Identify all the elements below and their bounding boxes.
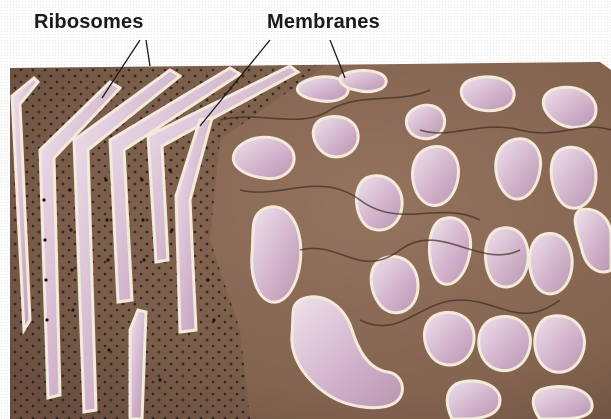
smooth-er-lumen <box>340 71 386 92</box>
smooth-er-lumen <box>485 228 528 287</box>
ribosomes-leader-line <box>146 40 150 66</box>
smooth-er-lumen <box>252 207 301 302</box>
smooth-er-lumen <box>529 234 572 294</box>
smooth-er-lumen <box>496 139 541 199</box>
smooth-er-lumen <box>533 386 592 419</box>
smooth-er-lumen <box>479 316 531 370</box>
smooth-er-lumen <box>461 77 514 111</box>
smooth-er-lumen <box>447 381 500 419</box>
smooth-er-lumen <box>424 312 474 365</box>
smooth-er-lumen <box>233 137 294 178</box>
membranes-label: Membranes <box>267 11 380 34</box>
smooth-er-lumen <box>551 147 596 208</box>
rough-er-sheet <box>130 310 146 419</box>
smooth-er-lumen <box>371 256 418 312</box>
smooth-er-lumen <box>413 146 459 205</box>
smooth-er-lumen <box>535 316 585 373</box>
ribosomes-label: Ribosomes <box>34 11 144 34</box>
smooth-er-lumen <box>313 116 358 156</box>
